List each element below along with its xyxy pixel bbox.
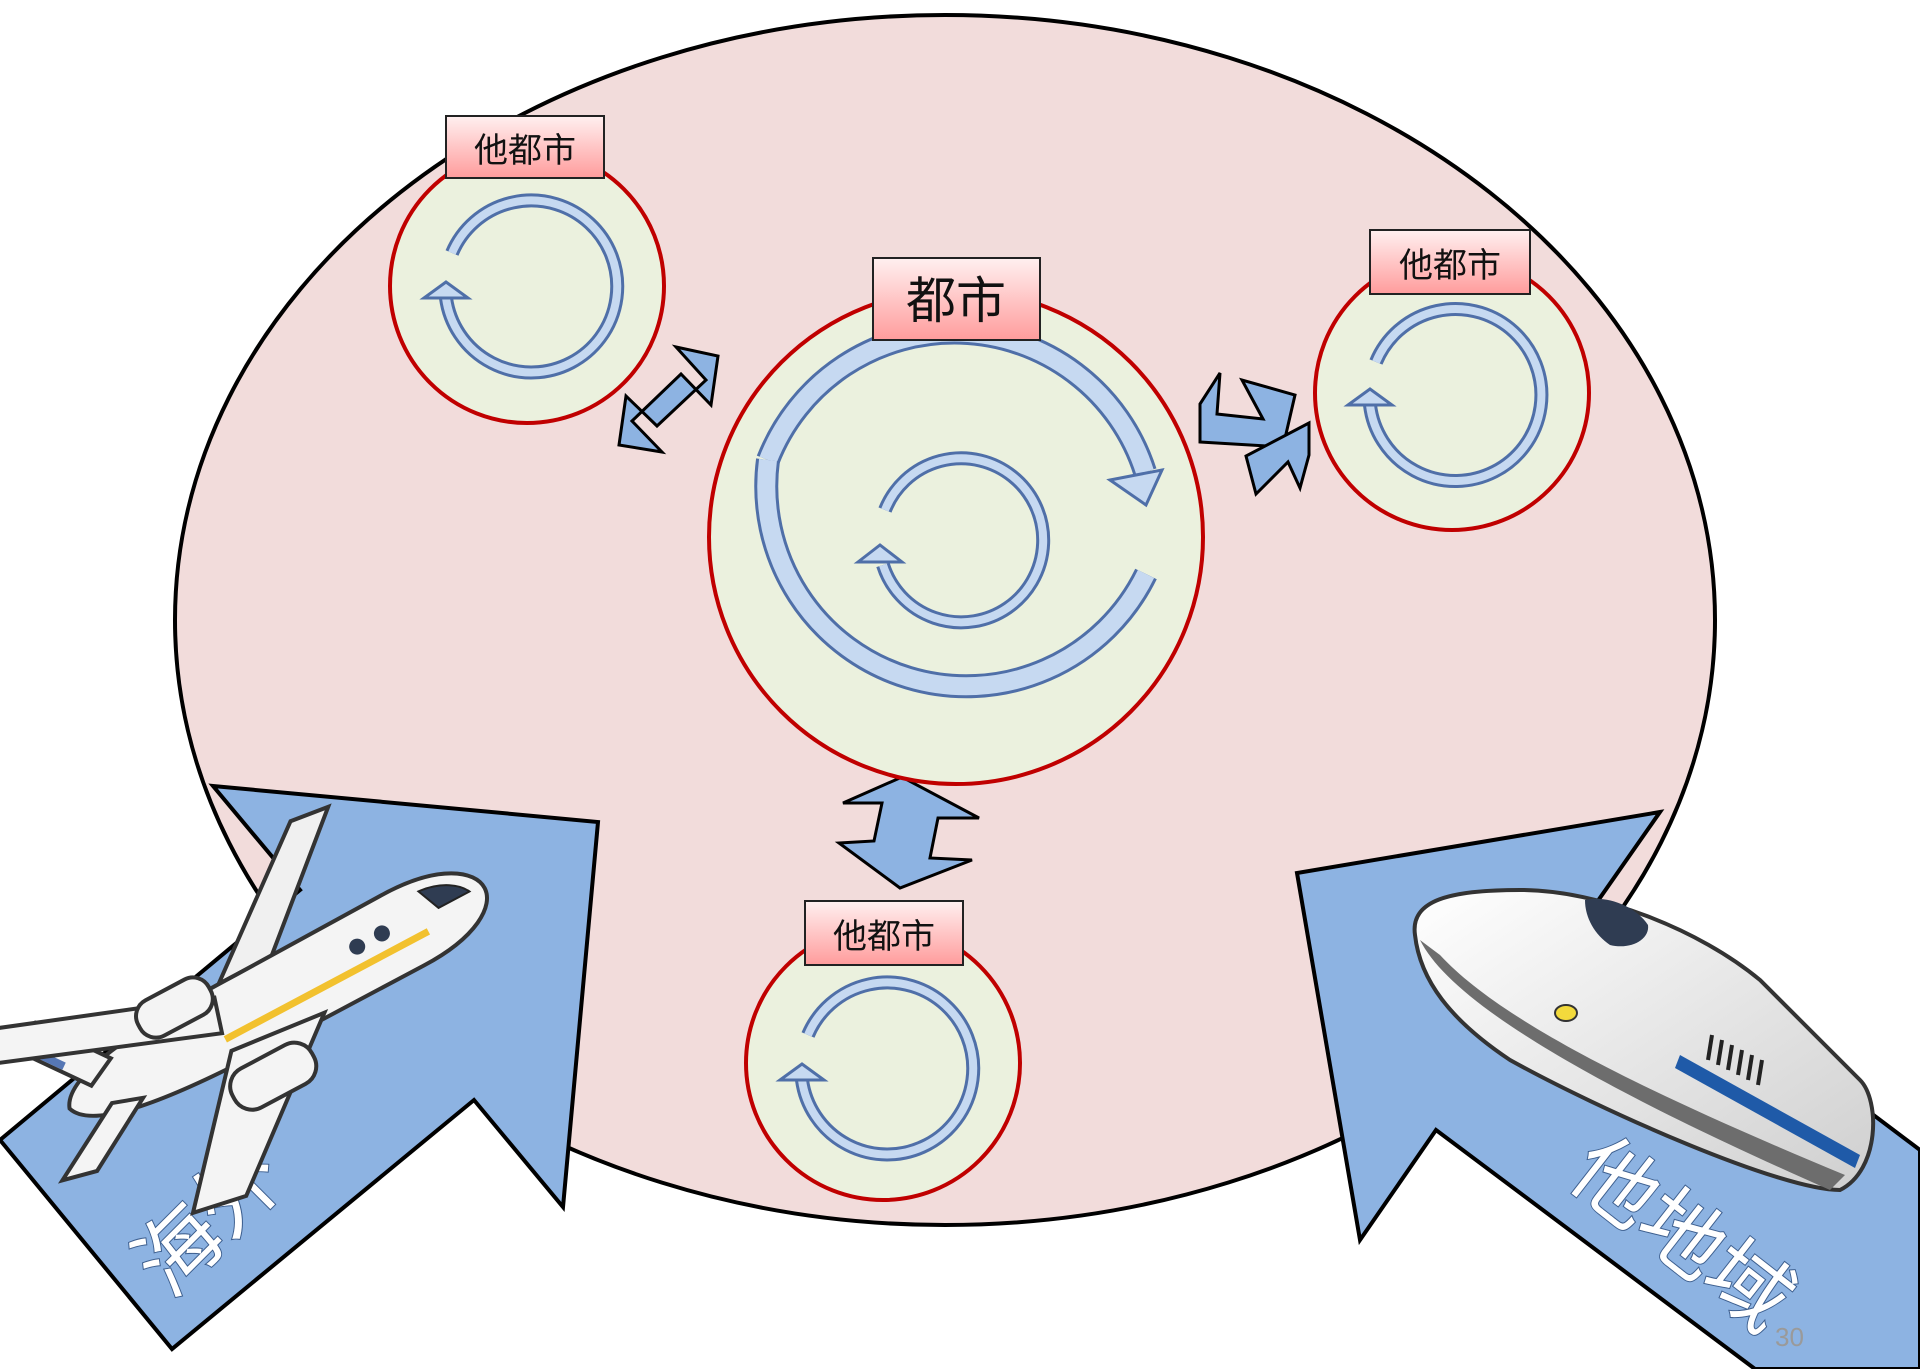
other-city-top-left-cycle xyxy=(419,193,625,380)
other-city-bottom-label: 他都市 xyxy=(804,900,964,966)
other-city-right-cycle xyxy=(1343,302,1549,488)
airplane-icon xyxy=(0,803,489,1216)
connector-arrow-right xyxy=(1198,372,1311,497)
center-city-label-text: 都市 xyxy=(906,272,1006,330)
center-city-outer-cycle xyxy=(754,320,1165,699)
center-city-label: 都市 xyxy=(872,257,1041,341)
train-vent xyxy=(1706,1034,1764,1086)
connector-arrow-top-left xyxy=(617,344,720,455)
other-city-bottom-label-text: 他都市 xyxy=(833,917,935,957)
other-city-top-left-label: 他都市 xyxy=(445,115,605,179)
other-city-right-label-text: 他都市 xyxy=(1399,246,1501,286)
other-city-top-left-label-text: 他都市 xyxy=(474,131,576,171)
page-number: 30 xyxy=(1775,1322,1804,1352)
other-city-right-label: 他都市 xyxy=(1369,229,1531,295)
bullet-train-icon xyxy=(1412,887,1876,1193)
connector-arrow-bottom xyxy=(834,775,980,890)
other-city-bottom-cycle xyxy=(775,975,981,1162)
center-city-inner-cycle xyxy=(853,451,1051,630)
